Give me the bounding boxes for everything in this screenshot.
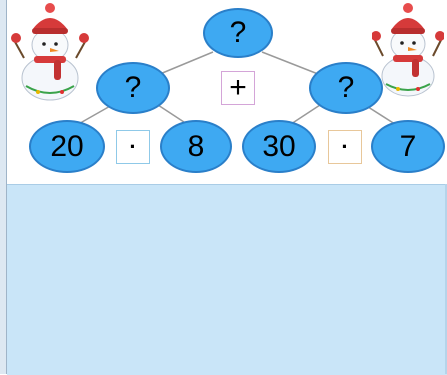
connector-root-left	[160, 52, 213, 74]
leaf-node-value: 30	[262, 132, 295, 162]
right-dot-operator: ·	[341, 136, 348, 158]
leaf-node-8[interactable]: 8	[160, 120, 232, 173]
left-dot-operator-box[interactable]: ·	[116, 130, 150, 164]
right-node[interactable]: ?	[309, 62, 383, 114]
leaf-node-7[interactable]: 7	[371, 120, 445, 173]
connector-root-right	[262, 52, 318, 74]
plus-operator-box[interactable]: +	[221, 71, 255, 105]
leaf-node-30[interactable]: 30	[242, 120, 316, 173]
leaf-node-value: 8	[188, 132, 205, 162]
leaf-node-value: 20	[50, 132, 83, 162]
answer-panel	[7, 184, 447, 375]
root-node[interactable]: ?	[203, 8, 273, 58]
left-node-value: ?	[125, 73, 142, 103]
snowman-left-icon	[10, 0, 90, 104]
plus-operator: +	[229, 73, 247, 103]
right-dot-operator-box[interactable]: ·	[328, 130, 362, 164]
leaf-node-20[interactable]: 20	[29, 120, 105, 173]
left-node[interactable]: ?	[96, 62, 170, 114]
left-dot-operator: ·	[129, 136, 136, 158]
right-node-value: ?	[338, 73, 355, 103]
leaf-node-value: 7	[400, 132, 417, 162]
root-node-value: ?	[230, 18, 247, 48]
